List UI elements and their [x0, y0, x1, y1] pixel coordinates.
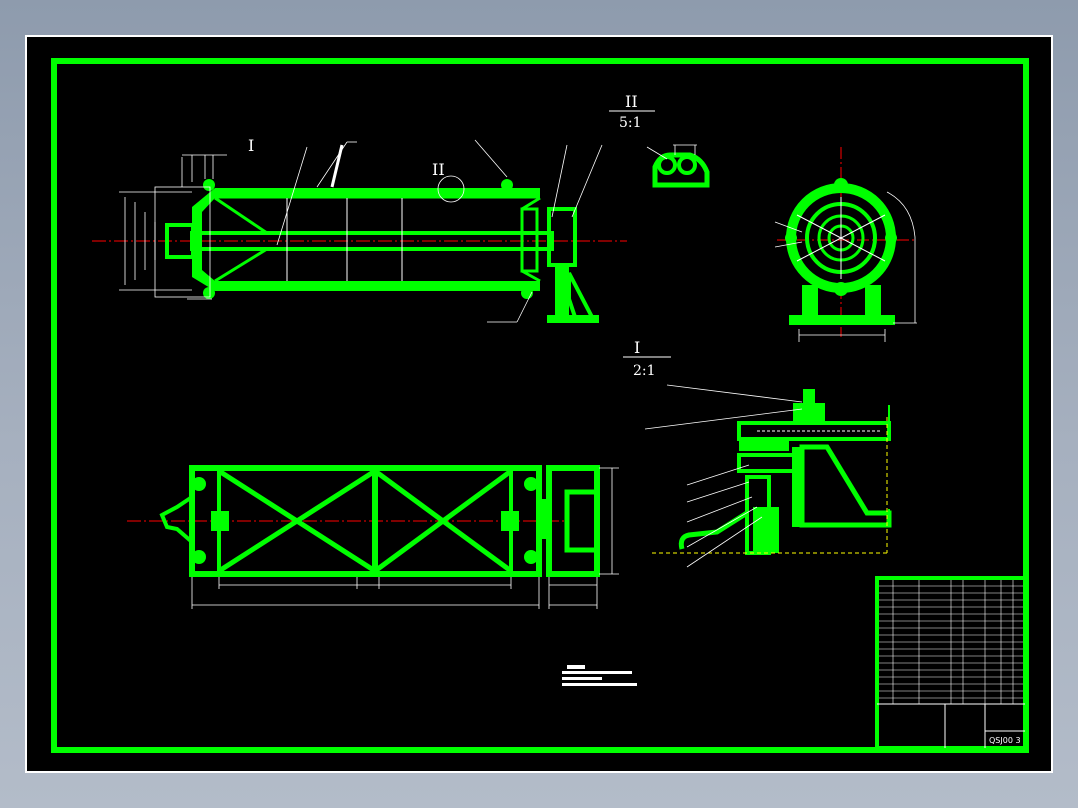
section-II-callout: II	[432, 160, 445, 179]
detail-I-label: I	[634, 338, 640, 357]
side-view	[774, 147, 917, 342]
detail-II: II 5:1	[609, 92, 710, 188]
drum-top-wall	[215, 188, 540, 198]
drum-bottom-wall	[215, 281, 540, 291]
section-I-callout: I	[248, 136, 254, 155]
technical-notes	[562, 665, 637, 686]
detail-I-top-plate	[737, 421, 891, 441]
drawing-sheet: I II II 5:1	[25, 35, 1053, 773]
side-view-base	[789, 315, 895, 325]
cad-drawing: I II II 5:1	[51, 58, 1029, 753]
left-end-cap	[192, 188, 215, 291]
drawing-number: QSJ00 3	[989, 736, 1021, 745]
title-block: QSJ00 3	[875, 576, 1027, 750]
right-support-bracket	[567, 272, 596, 319]
top-view	[127, 465, 637, 686]
detail-I: I 2:1	[623, 338, 892, 568]
left-hub	[165, 223, 195, 259]
detail-II-label: II	[625, 92, 638, 111]
drawing-frame	[51, 58, 1029, 753]
detail-I-housing	[799, 444, 892, 528]
detail-II-scale: 5:1	[619, 115, 642, 131]
front-view: I II	[92, 136, 627, 323]
detail-I-scale: 2:1	[633, 363, 656, 379]
